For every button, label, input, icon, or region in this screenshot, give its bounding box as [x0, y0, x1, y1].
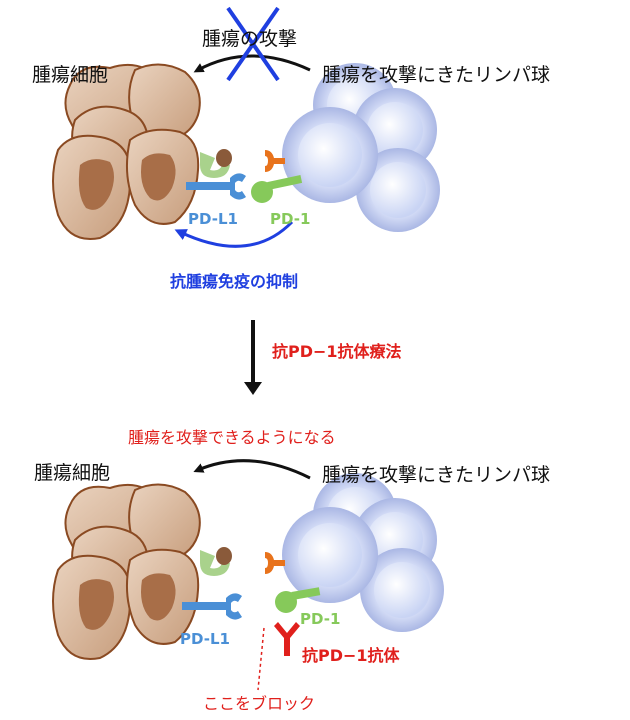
block-label: ここをブロック: [203, 694, 316, 713]
bottom-attack-arrow: [193, 459, 311, 480]
bottom-orange-receptor: [265, 552, 285, 574]
bottom-pd1-receptor: [275, 587, 321, 613]
therapy-label: 抗PD−1抗体療法: [272, 342, 402, 361]
top-attack-label: 腫瘍の攻撃: [202, 28, 298, 50]
bottom-tumor-cells: [52, 483, 201, 660]
block-pointer-line: [257, 627, 265, 691]
bottom-tumor-cell-label: 腫瘍細胞: [34, 462, 111, 484]
top-pdl1-receptor: [186, 173, 246, 200]
suppression-label: 抗腫瘍免疫の抑制: [170, 272, 299, 291]
top-orange-receptor: [265, 150, 285, 172]
bottom-attack-label: 腫瘍を攻撃できるようになる: [128, 428, 336, 447]
bottom-pd1-label: PD-1: [300, 610, 341, 628]
bottom-pdl1-receptor: [182, 593, 242, 620]
therapy-arrow: [244, 320, 262, 395]
top-pd1-label: PD-1: [270, 210, 311, 228]
top-attack-arrow: [193, 54, 311, 73]
bottom-pdl1-label: PD-L1: [180, 630, 230, 648]
bottom-panel: [52, 459, 444, 691]
top-tumor-cell-label: 腫瘍細胞: [32, 64, 109, 86]
top-lymphocyte-label: 腫瘍を攻撃にきたリンパ球: [322, 64, 551, 86]
anti-pd1-antibody-icon: [274, 622, 300, 656]
top-tumor-cells: [52, 63, 201, 240]
top-pdl1-label: PD-L1: [188, 210, 238, 228]
top-lymphocytes: [282, 63, 440, 232]
blocked-x-mark: [226, 6, 280, 82]
bottom-green-receptor: [200, 547, 232, 576]
top-green-receptor: [200, 149, 232, 178]
top-pd1-receptor: [251, 175, 303, 203]
antibody-label: 抗PD−1抗体: [302, 646, 400, 665]
top-panel: [52, 6, 440, 248]
bottom-lymphocyte-label: 腫瘍を攻撃にきたリンパ球: [322, 464, 551, 486]
bottom-lymphocytes: [282, 473, 444, 632]
suppression-arrow: [174, 220, 294, 248]
